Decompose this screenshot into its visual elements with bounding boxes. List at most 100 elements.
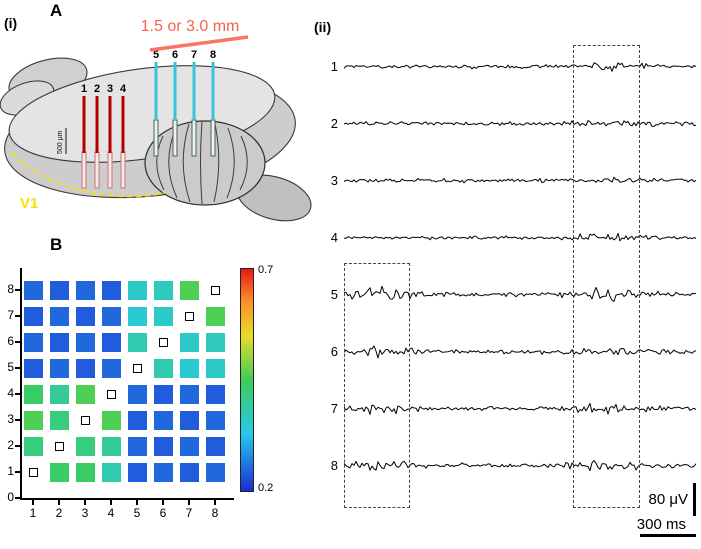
colorbar-max-label: 0.7 — [258, 264, 274, 276]
heatmap-cell — [49, 280, 69, 300]
heatmap-cell — [127, 384, 147, 404]
red-electrode-label-3: 3 — [107, 83, 113, 95]
trace-line — [344, 402, 696, 415]
heatmap-cell — [49, 332, 69, 352]
brain-schematic: V1 500 μm 1 2 3 4 — [0, 18, 312, 222]
x-tick-label: 7 — [185, 506, 193, 520]
trace-label: 4 — [330, 230, 338, 245]
trace-line — [344, 120, 696, 127]
heatmap-cell — [23, 358, 43, 378]
voltage-scale-bar — [693, 483, 696, 516]
heatmap-cell — [101, 280, 121, 300]
cyan-electrode-label-7: 7 — [191, 49, 197, 61]
heatmap-cell — [127, 280, 147, 300]
cyan-electrode-shanks — [154, 62, 215, 120]
trace-label: 3 — [330, 173, 338, 188]
heatmap-diagonal-marker — [158, 337, 168, 347]
voltage-scale-label: 80 μV — [648, 491, 689, 508]
y-axis-tick — [15, 471, 20, 473]
trace-row: 2 — [318, 95, 696, 152]
heatmap-cell — [179, 410, 199, 430]
cyan-electrode-label-8: 8 — [210, 49, 216, 61]
distance-label: 1.5 or 3.0 mm — [141, 18, 240, 35]
y-axis-tick — [15, 367, 20, 369]
y-tick-label: 3 — [7, 412, 14, 426]
y-tick-label: 2 — [7, 438, 14, 452]
y-axis-tick — [15, 315, 20, 317]
heatmap-cell — [75, 358, 95, 378]
heatmap-cell — [75, 306, 95, 326]
y-tick-label: 4 — [7, 386, 14, 400]
heatmap-cell — [101, 462, 121, 482]
y-tick-label: 7 — [7, 308, 14, 322]
heatmap-diagonal-marker — [184, 311, 194, 321]
x-axis-tick — [84, 500, 86, 505]
panel-b-label: B — [50, 235, 63, 254]
panel-ii-label: (ii) — [314, 19, 332, 35]
x-tick-label: 5 — [133, 506, 141, 520]
red-electrode-label-2: 2 — [94, 83, 100, 95]
x-axis-line — [20, 498, 234, 500]
scale-bar: 80 μV 300 ms — [637, 483, 696, 537]
y-tick-label: 6 — [7, 334, 14, 348]
y-axis-tick — [15, 393, 20, 395]
y-tick-label: 8 — [7, 282, 14, 296]
brain-shape — [0, 57, 312, 222]
x-axis-tick — [162, 500, 164, 505]
heatmap-cell — [23, 306, 43, 326]
trace-row: 1 — [318, 38, 696, 95]
trace-line — [344, 285, 696, 302]
heatmap-cell — [23, 410, 43, 430]
x-tick-label: 8 — [211, 506, 219, 520]
x-tick-label: 1 — [29, 506, 37, 520]
trace-line — [344, 232, 696, 242]
heatmap-cell — [127, 332, 147, 352]
heatmap-cell — [127, 410, 147, 430]
time-scale-bar — [640, 534, 696, 537]
time-scale-label: 300 ms — [636, 516, 686, 533]
v1-boundary-dashed-line — [11, 152, 167, 198]
heatmap-diagonal-marker — [132, 363, 142, 373]
trace-row: 5 — [318, 266, 696, 323]
traces-panel: 1 2 3 4 5 6 7 8 80 μV 300 ms — [318, 30, 701, 549]
trace-label: 1 — [330, 59, 338, 74]
x-tick-label: 3 — [81, 506, 89, 520]
heatmap-cell — [75, 384, 95, 404]
heatmap-cell — [23, 384, 43, 404]
heatmap-diagonal-marker — [54, 441, 64, 451]
heatmap-cell — [205, 306, 225, 326]
trace-waveform — [344, 176, 696, 184]
cyan-electrode-label-6: 6 — [172, 49, 178, 61]
cyan-electrode-label-5: 5 — [153, 49, 159, 61]
x-tick-label: 6 — [159, 506, 167, 520]
heatmap-cell — [75, 436, 95, 456]
trace-label: 6 — [330, 344, 338, 359]
heatmap-cell — [205, 384, 225, 404]
heatmap-cell — [205, 410, 225, 430]
depth-scale: 500 μm — [57, 128, 67, 154]
trace-row: 3 — [318, 152, 696, 209]
heatmap-cell — [153, 436, 173, 456]
heatmap-cell — [101, 410, 121, 430]
trace-waveform — [344, 402, 696, 415]
heatmap-cell — [101, 358, 121, 378]
trace-label: 7 — [330, 401, 338, 416]
v1-label: V1 — [20, 195, 38, 212]
trace-line — [344, 345, 696, 359]
heatmap-cell — [49, 384, 69, 404]
x-axis-tick — [32, 500, 34, 505]
y-axis-tick — [15, 445, 20, 447]
colorbar-min-label: 0.2 — [258, 482, 274, 494]
x-axis-tick — [188, 500, 190, 505]
heatmap-cell — [153, 384, 173, 404]
trace-label: 8 — [330, 458, 338, 473]
cyan-electrode-array: 5 6 7 8 — [153, 49, 216, 157]
heatmap-cell — [179, 384, 199, 404]
heatmap-cell — [179, 462, 199, 482]
trace-line — [344, 460, 696, 472]
heatmap-cell — [49, 410, 69, 430]
heatmap-cell — [205, 462, 225, 482]
heatmap-cell — [179, 358, 199, 378]
panel-i-label: (i) — [4, 15, 18, 31]
